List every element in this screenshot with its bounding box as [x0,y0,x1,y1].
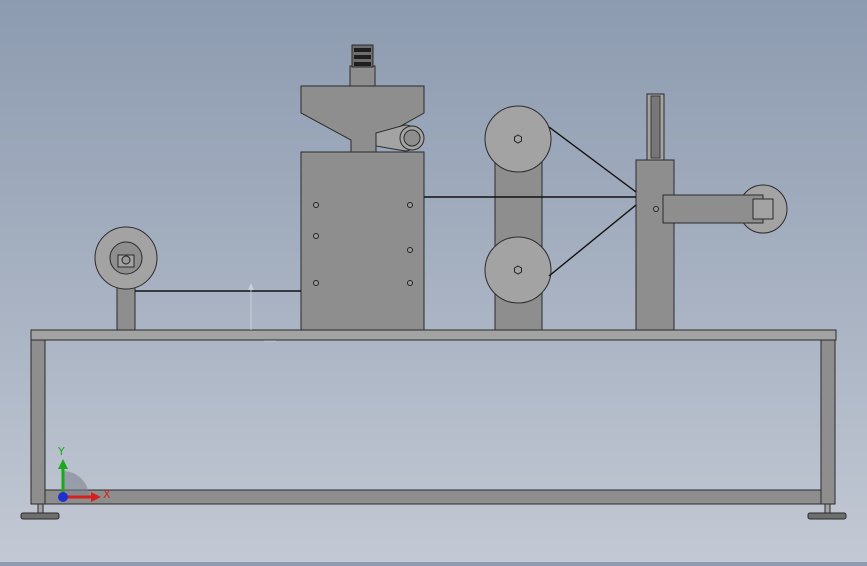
right-leg[interactable] [820,339,836,505]
main-cabinet[interactable] [300,151,425,331]
y-axis-label: Y [57,445,65,458]
takeup-arm[interactable] [662,194,764,224]
bolt-hole [407,247,413,253]
unwind-roller-assembly[interactable] [94,226,158,331]
unwind-axle [121,255,131,265]
left-foot-stem [37,503,44,514]
z-axis-dot-icon [58,492,68,502]
main-cabinet-assembly[interactable] [300,44,425,331]
bolt-hole [407,280,413,286]
bottom-rail[interactable] [44,489,822,505]
takeup-column-assembly[interactable] [635,93,788,331]
lower-roller[interactable] [484,236,552,304]
bolt-hole [313,280,319,286]
triad-plane [63,471,89,497]
left-foot-pad[interactable] [20,512,60,520]
motor-stripe [354,55,371,59]
base-frame[interactable] [20,329,847,520]
bolt-hole [407,202,413,208]
guide-post-slot [650,95,661,159]
x-axis-label: X [103,488,111,501]
left-leg[interactable] [30,339,46,505]
upper-roller-nut-icon [514,134,522,144]
right-foot-stem [824,503,831,514]
belt-segment [548,126,637,193]
x-axis-head-icon [91,492,101,502]
hopper-neck [349,65,376,87]
bolt-hole [313,233,319,239]
roller-tower-assembly[interactable] [484,105,552,331]
upper-roller[interactable] [484,105,552,173]
bolt-hole [313,202,319,208]
drive-pulley-hub [403,129,421,147]
axis-triad[interactable]: Y X [57,445,111,502]
motor-stripe [354,48,371,52]
lower-roller-nut-icon [514,265,522,275]
reference-marker [248,283,276,342]
web-path [135,126,637,292]
y-axis-head-icon [58,459,68,469]
right-column[interactable] [635,159,675,331]
takeup-square-hub [752,198,774,220]
table-top-plate[interactable] [30,329,837,341]
hopper[interactable] [300,85,425,153]
motor-stripe [354,62,371,66]
right-foot-pad[interactable] [807,512,847,520]
bolt-hole [653,206,659,212]
belt-segment [548,204,637,277]
